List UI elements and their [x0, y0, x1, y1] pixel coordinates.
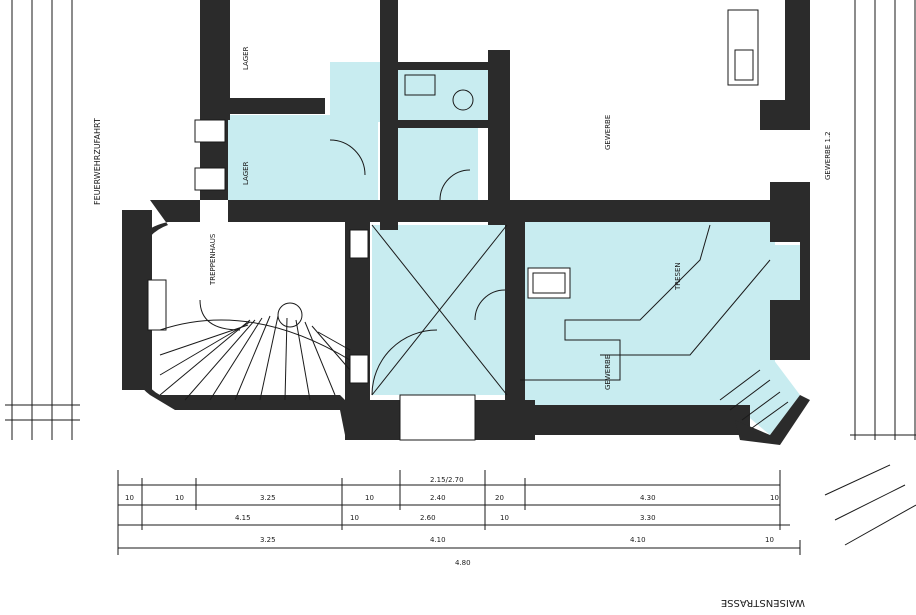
street-label: WAISENSTRASSE — [721, 597, 805, 608]
dim-r1-6: 4.30 — [640, 494, 656, 502]
windows-left — [147, 119, 476, 441]
interior-lines — [159, 9, 789, 429]
room-corridor — [398, 125, 478, 205]
dim-r3-1: 4.10 — [430, 536, 446, 544]
dim-r1-1: 10 — [175, 494, 184, 502]
room-labels: LAGER LAGER TREPPENHAUS GEWERBE GEWERBE … — [93, 46, 832, 390]
dim-r1-0: 10 — [125, 494, 134, 502]
label-gewerbe-main: GEWERBE — [604, 355, 612, 390]
dim-r2-4: 3.30 — [640, 514, 656, 522]
label-lager-top: LAGER — [242, 46, 250, 70]
label-gewerbe-right-top: GEWERBE — [604, 115, 612, 150]
dim-r2-3: 10 — [500, 514, 509, 522]
dimension-header: 2.15/2.70 — [430, 476, 464, 484]
label-lager-left: LAGER — [242, 161, 250, 185]
bottom-dimension-lines — [117, 464, 916, 555]
dim-r3-3: 10 — [765, 536, 774, 544]
dim-r4-0: 4.80 — [455, 559, 471, 567]
dim-r3-2: 4.10 — [630, 536, 646, 544]
label-fire-access: FEUERWEHRZUFAHRT — [93, 118, 102, 205]
room-lager-left — [228, 115, 378, 200]
dim-r1-3: 10 — [365, 494, 374, 502]
label-tresen: TRESEN — [674, 262, 682, 291]
label-gewerbe-side: GEWERBE 1.2 — [824, 131, 832, 180]
dim-r2-1: 10 — [350, 514, 359, 522]
label-treppenhaus: TREPPENHAUS — [209, 233, 217, 286]
dim-r3-0: 3.25 — [260, 536, 276, 544]
dim-r1-7: 10 — [770, 494, 779, 502]
dim-r1-5: 20 — [495, 494, 504, 502]
dim-r2-2: 2.60 — [420, 514, 436, 522]
room-lager-top — [330, 62, 380, 122]
room-bay — [705, 355, 800, 435]
left-dimension-lines — [5, 0, 80, 440]
bottom-dimension-text: 2.15/2.70 10 10 3.25 10 2.40 20 4.30 10 … — [125, 476, 779, 567]
dim-r2-0: 4.15 — [235, 514, 251, 522]
right-dimension-lines — [850, 0, 916, 440]
room-wc — [398, 70, 488, 125]
dim-r1-4: 2.40 — [430, 494, 446, 502]
dim-r1-2: 3.25 — [260, 494, 276, 502]
